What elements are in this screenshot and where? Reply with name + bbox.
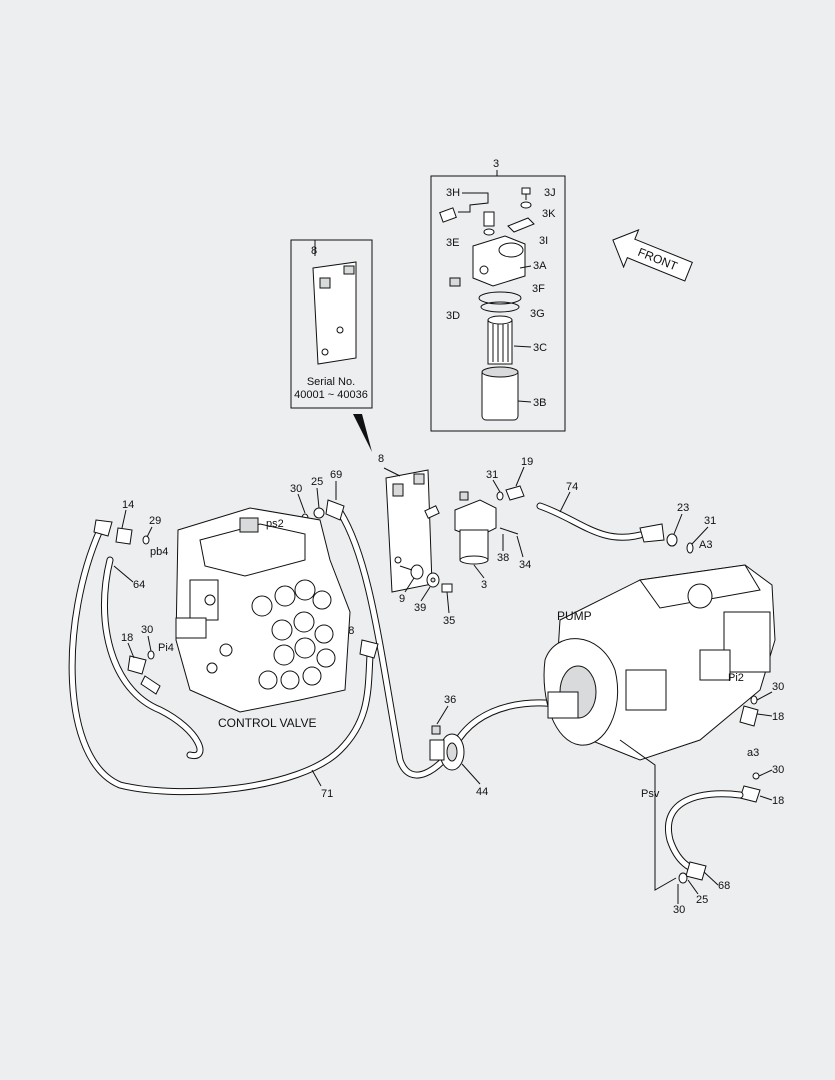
label-3H: 3H	[446, 187, 460, 199]
hose-71-64: 14 29 pb4 64 18 30 Pi4 71 pa8	[68, 499, 379, 800]
front-arrow: FRONT	[612, 228, 693, 282]
callout-68: 68	[718, 880, 730, 892]
callout-23: 23	[677, 502, 689, 514]
callout-9: 9	[399, 593, 405, 605]
hose-68: 68 25 30 Psv	[619, 739, 744, 916]
callout-44: 44	[476, 786, 488, 798]
hose-69-71: 30 25 69	[290, 469, 459, 779]
control-valve-label: CONTROL VALVE	[218, 716, 316, 730]
pump: PUMP Pi2 30 18 a3 30 18	[543, 564, 784, 807]
port-Psv: Psv	[641, 788, 660, 800]
callout-38: 38	[497, 552, 509, 564]
callout-14: 14	[122, 499, 134, 511]
callout-3: 3	[481, 579, 487, 591]
label-3K: 3K	[542, 208, 556, 220]
callout-39: 39	[414, 602, 426, 614]
valve-spools	[204, 579, 336, 690]
callout-36: 36	[444, 694, 456, 706]
label-3F: 3F	[532, 283, 545, 295]
callout-30b: 30	[141, 624, 153, 636]
callout-30a: 30	[290, 483, 302, 495]
inset-serial-callout: 8	[311, 245, 317, 257]
port-Pi4: Pi4	[158, 642, 174, 654]
label-3C: 3C	[533, 342, 547, 354]
callout-64: 64	[133, 579, 145, 591]
callout-34: 34	[519, 559, 531, 571]
label-3D: 3D	[446, 310, 460, 322]
callout-19: 19	[521, 456, 533, 468]
control-valve: ps2 CONTROL VALVE	[175, 507, 351, 730]
label-3J: 3J	[544, 187, 556, 199]
callout-25a: 25	[311, 476, 323, 488]
callout-29: 29	[149, 515, 161, 527]
label-3G: 3G	[530, 308, 545, 320]
serial-line-2: 40001 ~ 40036	[294, 389, 368, 401]
port-Pi2: Pi2	[728, 672, 744, 684]
callout-35: 35	[443, 615, 455, 627]
port-ps2: ps2	[266, 518, 284, 530]
callout-30e: 30	[673, 904, 685, 916]
label-3B: 3B	[533, 397, 546, 409]
callout-25b: 25	[696, 894, 708, 906]
callout-8: 8	[378, 453, 384, 465]
filter-assembly-inset: 3 3H 3J 3K 3E 3I 3A 3D 3F 3G	[430, 158, 566, 432]
callout-30c: 30	[772, 681, 784, 693]
port-A3: A3	[699, 539, 712, 551]
serial-line-1: Serial No.	[307, 376, 355, 388]
serial-plate-inset: 8 Serial No. 40001 ~ 40036	[290, 239, 373, 452]
port-a3: a3	[747, 747, 759, 759]
callout-71: 71	[321, 788, 333, 800]
filter-bracket-assembly: 8 31 19 38 34 3 9 39 35	[378, 453, 533, 627]
callout-69: 69	[330, 469, 342, 481]
callout-31a: 31	[486, 469, 498, 481]
callout-30d: 30	[772, 764, 784, 776]
pump-label: PUMP	[557, 609, 592, 623]
callout-18c: 18	[772, 795, 784, 807]
grommet-44: 36 44	[429, 694, 564, 798]
hose-74: 74 23 31 A3	[536, 481, 716, 554]
callout-18a: 18	[121, 632, 133, 644]
label-3I: 3I	[539, 235, 548, 247]
callout-74: 74	[566, 481, 578, 493]
port-pb4: pb4	[150, 546, 168, 558]
callout-31b: 31	[704, 515, 716, 527]
label-3E: 3E	[446, 237, 459, 249]
inset-main-callout: 3	[493, 158, 499, 170]
label-3A: 3A	[533, 260, 547, 272]
callout-18b: 18	[772, 711, 784, 723]
